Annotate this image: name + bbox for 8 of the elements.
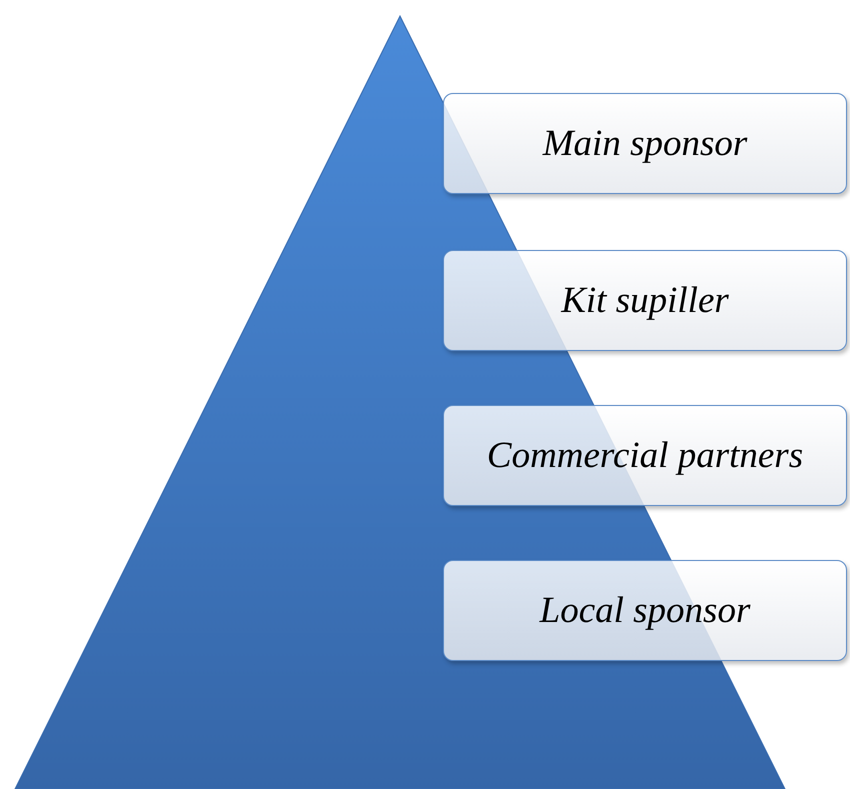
- tier-label: Commercial partners: [486, 434, 804, 477]
- tier-label: Main sponsor: [542, 122, 748, 165]
- tier-label: Local sponsor: [540, 589, 750, 632]
- tier-box: [443, 560, 847, 661]
- tier-box: [443, 405, 847, 506]
- tier-box: [443, 250, 847, 351]
- tier-box: [443, 93, 847, 194]
- tier-label: Kit supiller: [561, 279, 729, 322]
